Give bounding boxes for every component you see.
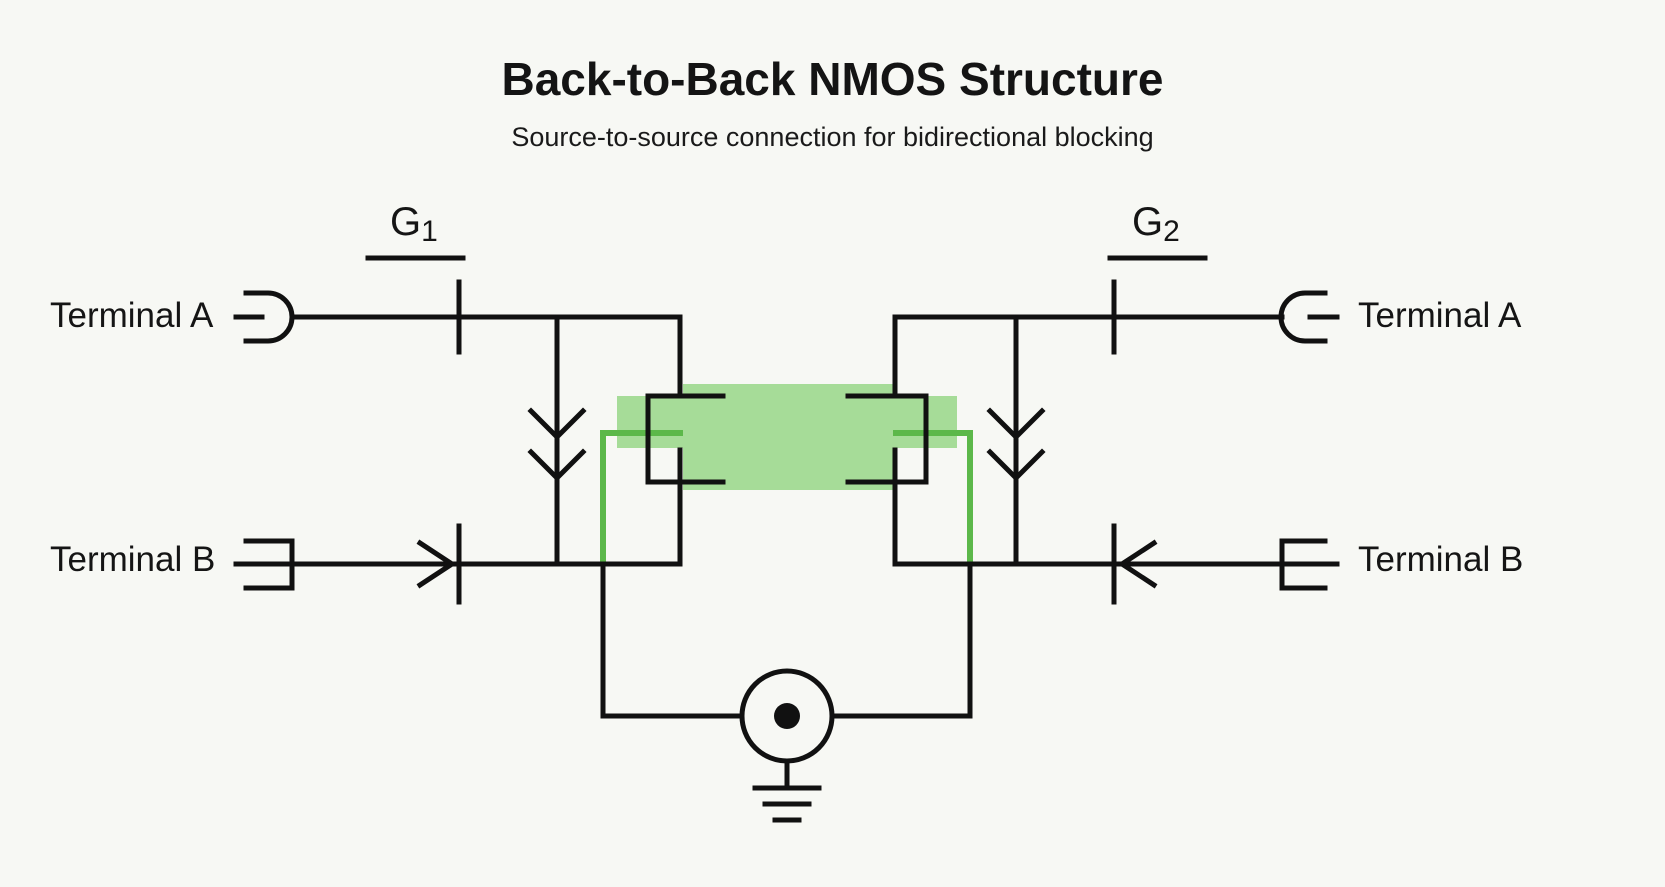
- diagram-title: Back-to-Back NMOS Structure: [501, 53, 1164, 105]
- terminal-b-left-label: Terminal B: [50, 540, 216, 579]
- chevron-left-lower-icon: [527, 448, 587, 482]
- terminal-a-left-label: Terminal A: [50, 296, 214, 335]
- body-link-right: [893, 430, 973, 563]
- body-link-left: [600, 430, 683, 563]
- gate-2-label: G2: [1132, 200, 1180, 249]
- diode-arrow-left-icon: [416, 539, 457, 589]
- channel-highlight-core: [683, 384, 893, 490]
- gate-1-label: G1: [390, 200, 438, 249]
- drain-wire-right: [892, 314, 1285, 397]
- common-source-wire-left: [600, 561, 743, 719]
- common-source-wire-right: [831, 561, 973, 719]
- channel-bracket-right: [845, 393, 929, 485]
- diagram-subtitle: Source-to-source connection for bidirect…: [511, 122, 1154, 152]
- terminal-b-right-label: Terminal B: [1358, 540, 1524, 579]
- common-source-dot: [774, 703, 800, 729]
- chevron-left-upper-icon: [527, 407, 587, 441]
- source-wire-right: [892, 447, 1285, 567]
- gate-2-index: 2: [1163, 215, 1180, 248]
- drain-wire-left: [289, 314, 683, 397]
- gate-1-index: 1: [421, 215, 438, 248]
- gate-1-letter: G: [390, 200, 422, 244]
- gate-2-letter: G: [1132, 200, 1164, 244]
- source-wire-left: [289, 447, 683, 567]
- chevron-right-lower-icon: [986, 448, 1046, 482]
- channel-bracket-left: [645, 393, 726, 485]
- diode-arrow-right-icon: [1117, 539, 1158, 589]
- chevron-right-upper-icon: [986, 407, 1046, 441]
- terminal-a-right-label: Terminal A: [1358, 296, 1522, 335]
